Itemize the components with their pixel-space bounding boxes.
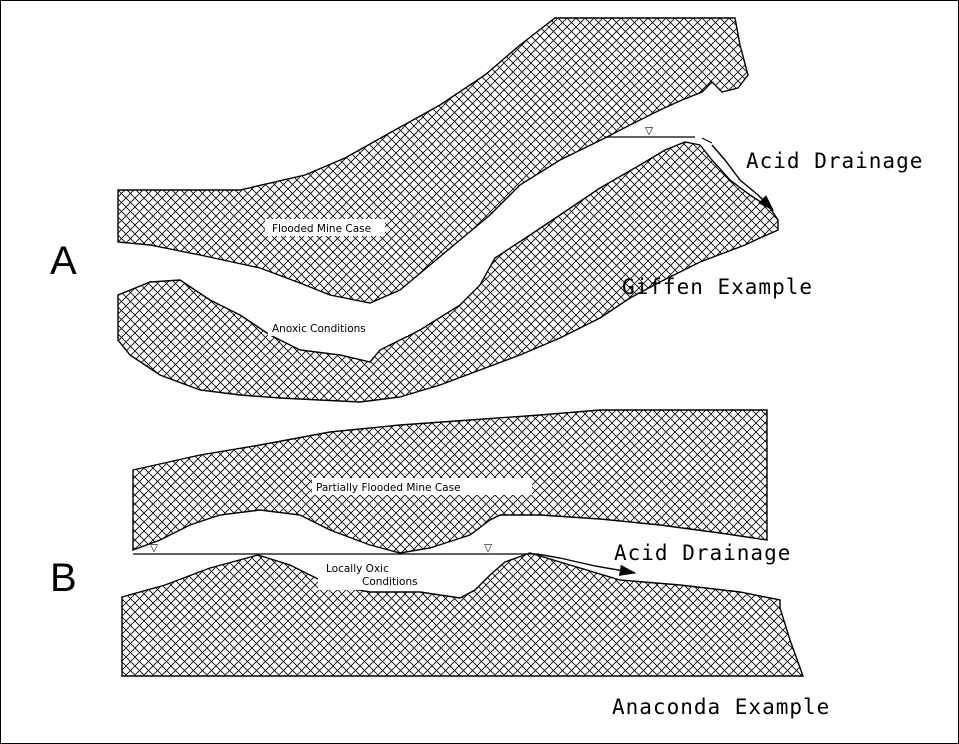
panel-b-water-table-symbol-right: ▽ xyxy=(484,542,493,554)
panel-b-drainage-label: Acid Drainage xyxy=(614,541,791,565)
panel-b-lower-zone-label-2: Conditions xyxy=(362,576,418,588)
panel-a-lower-zone-label: Anoxic Conditions xyxy=(272,323,366,335)
panel-b-example-label: Anaconda Example xyxy=(612,695,830,719)
panel-a-water-table-line xyxy=(605,137,712,143)
panel-b-water-table-symbol-left: ▽ xyxy=(150,542,159,554)
panel-a-example-label: Giffen Example xyxy=(622,275,813,299)
panel-a-water-table-symbol: ▽ xyxy=(645,125,654,137)
panel-a: ▽ Flooded Mine Case Anoxic Conditions A … xyxy=(50,18,923,402)
panel-a-upper-zone-label: Flooded Mine Case xyxy=(272,223,371,235)
panel-b-upper-zone-label: Partially Flooded Mine Case xyxy=(316,482,461,494)
panel-b-lower-rock xyxy=(122,553,803,676)
panel-a-drainage-label: Acid Drainage xyxy=(746,149,923,173)
panel-b-lower-zone-label-1: Locally Oxic xyxy=(326,563,389,575)
panel-b: ▽ ▽ Partially Flooded Mine Case Locally … xyxy=(50,410,830,719)
panel-a-letter: A xyxy=(50,239,77,283)
panel-b-letter: B xyxy=(50,556,77,600)
